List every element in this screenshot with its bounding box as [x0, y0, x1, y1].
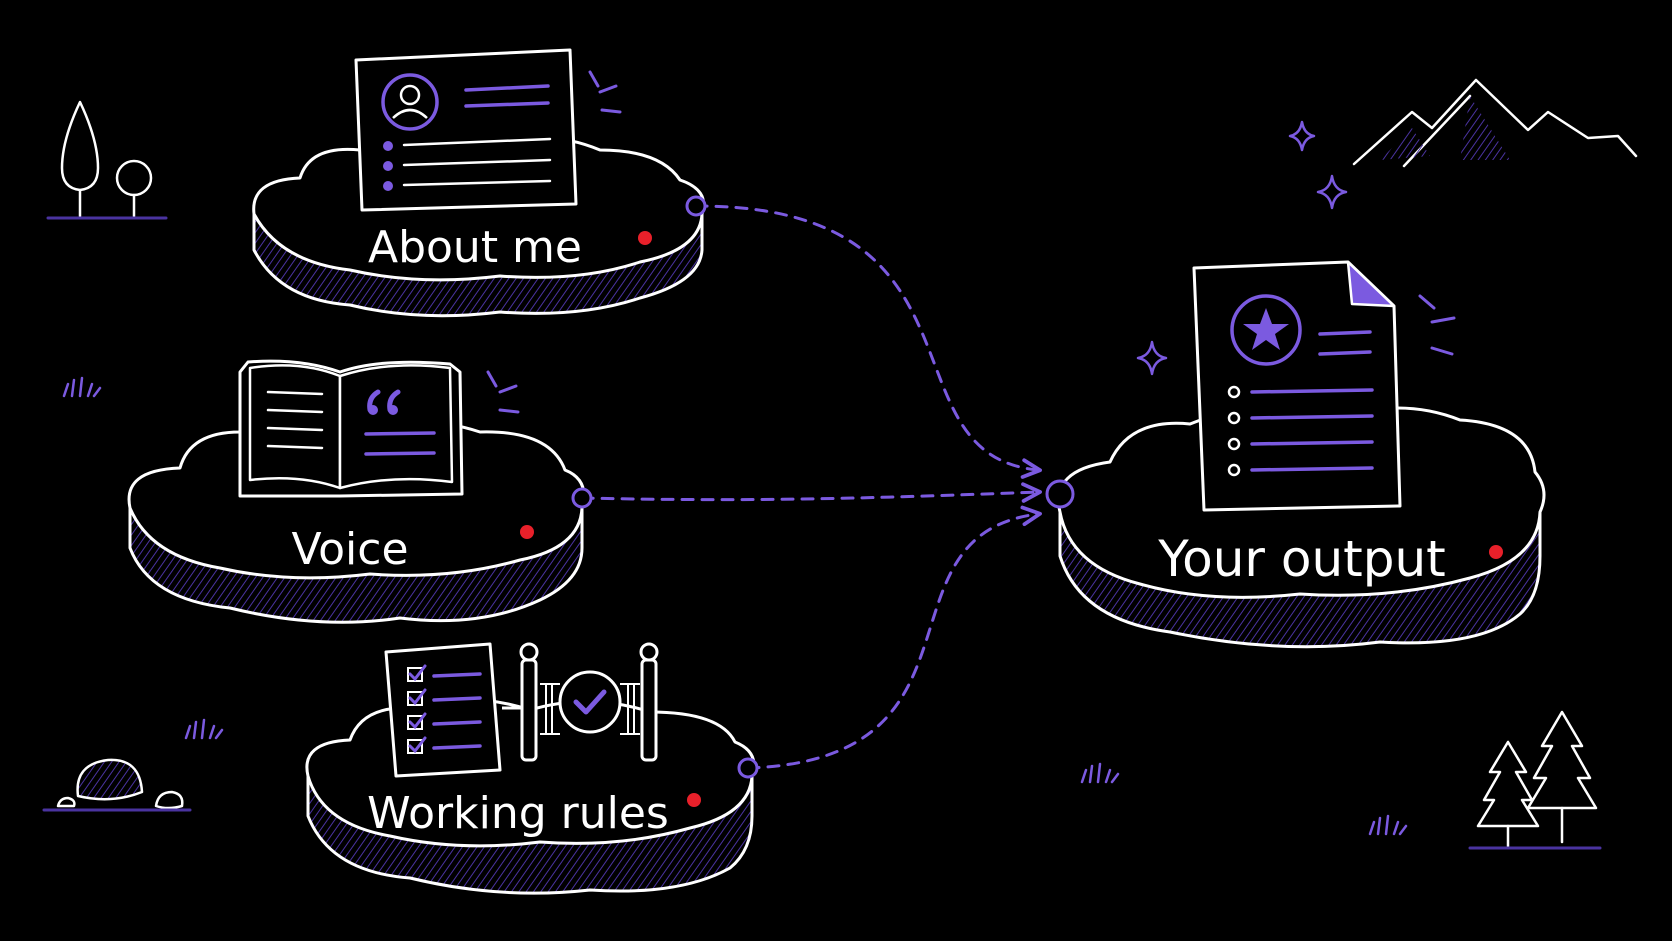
mountains-icon	[1352, 78, 1638, 168]
status-dot	[687, 793, 701, 807]
star-document-icon	[1192, 260, 1456, 512]
checklist-gate-icon	[384, 642, 659, 778]
status-dot	[520, 525, 534, 539]
connection-voice-to-output	[580, 482, 1042, 503]
status-dot	[1489, 545, 1503, 559]
node-working-rules[interactable]: Working rules	[305, 642, 759, 895]
connector-port[interactable]	[571, 487, 593, 509]
grass-icon	[62, 376, 1408, 836]
open-book-quote-icon	[238, 359, 520, 498]
connection-about-to-output	[694, 204, 1042, 479]
sparkle-icon	[1136, 120, 1348, 376]
profile-card-icon	[354, 48, 622, 212]
status-dot	[638, 231, 652, 245]
connector-port[interactable]	[737, 757, 759, 779]
star-icon	[1243, 308, 1289, 350]
input-port[interactable]	[1045, 479, 1075, 509]
connections	[580, 204, 1042, 770]
connector-port[interactable]	[685, 195, 707, 217]
tree-icon	[46, 100, 168, 220]
pine-trees-icon	[1468, 710, 1602, 850]
rocks-icon	[42, 758, 192, 812]
node-label-about-me: About me	[368, 222, 582, 273]
node-your-output[interactable]: Your output	[1045, 260, 1546, 649]
connection-rules-to-output	[746, 505, 1042, 770]
node-label-voice: Voice	[291, 524, 408, 575]
node-about-me[interactable]: About me	[252, 48, 707, 318]
node-label-working-rules: Working rules	[367, 788, 669, 839]
node-voice[interactable]: Voice	[127, 359, 593, 624]
decorations	[42, 78, 1638, 850]
node-label-your-output: Your output	[1157, 530, 1446, 588]
